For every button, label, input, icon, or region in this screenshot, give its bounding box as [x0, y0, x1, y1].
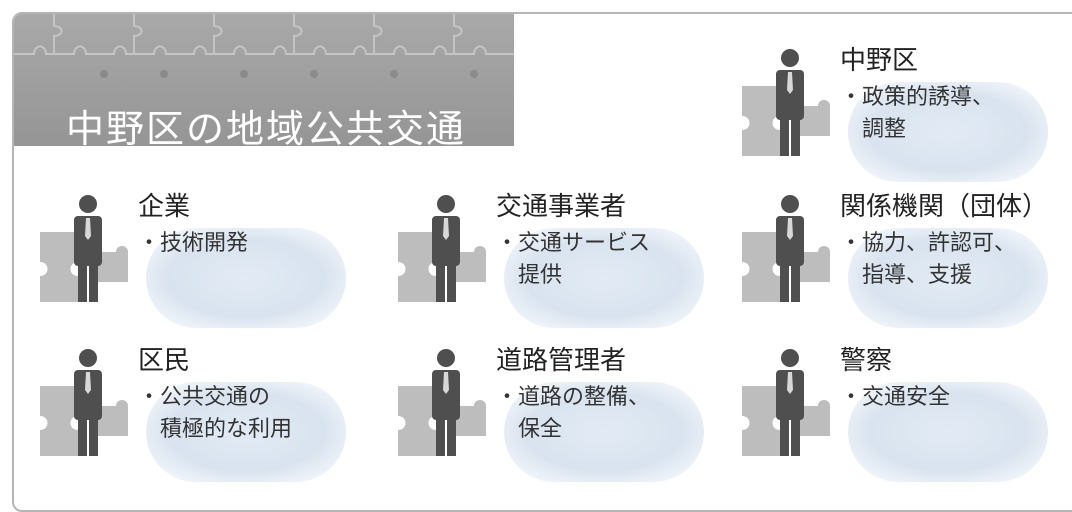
person-puzzle-icon: [40, 349, 128, 456]
stakeholder-name: 中野区: [840, 46, 919, 76]
person-puzzle-icon: [742, 195, 830, 302]
person-puzzle-icon: [742, 349, 830, 456]
stakeholder-card-companies: 企業 ・技術開発: [38, 192, 378, 328]
person-puzzle-icon: [398, 349, 486, 456]
stakeholder-card-transport-operators: 交通事業者 ・交通サービス 提供: [396, 192, 736, 328]
person-puzzle-icon: [398, 195, 486, 302]
description-bubble: [146, 228, 346, 328]
stakeholder-card-nakano-ward: 中野区 ・政策的誘導、 調整: [740, 46, 1072, 182]
stakeholder-name: 警察: [840, 346, 893, 376]
description-bubble: [848, 82, 1048, 182]
stakeholder-role: ・道路の整備、 保全: [496, 385, 651, 442]
stakeholder-role: ・交通サービス 提供: [496, 231, 651, 288]
stakeholder-card-residents: 区民 ・公共交通の 積極的な利用: [38, 346, 378, 482]
description-bubble: [848, 382, 1048, 482]
stakeholder-card-police: 警察 ・交通安全: [740, 346, 1072, 482]
stakeholder-role: ・協力、許認可、 指導、支援: [840, 231, 1017, 288]
person-puzzle-icon: [742, 49, 830, 156]
puzzle-pattern: [14, 14, 514, 78]
stakeholder-role: ・公共交通の 積極的な利用: [138, 385, 293, 442]
description-bubble: [504, 228, 704, 328]
stakeholder-role: ・政策的誘導、 調整: [840, 85, 995, 142]
stakeholder-name: 交通事業者: [496, 192, 627, 222]
person-puzzle-icon: [40, 195, 128, 302]
stakeholder-name: 企業: [138, 192, 191, 222]
description-bubble: [504, 382, 704, 482]
stakeholder-name: 道路管理者: [496, 346, 627, 376]
stakeholder-card-related-organizations: 関係機関（団体） ・協力、許認可、 指導、支援: [740, 192, 1072, 328]
stakeholder-role: ・交通安全: [840, 385, 951, 410]
page-title: 中野区の地域公共交通: [66, 107, 467, 146]
stakeholder-role: ・技術開発: [138, 231, 249, 256]
description-bubble: [146, 382, 346, 482]
stakeholder-name: 関係機関（団体）: [840, 192, 1049, 222]
stakeholder-name: 区民: [138, 346, 191, 376]
title-banner: 中野区の地域公共交通: [14, 14, 514, 146]
stakeholder-card-road-administrators: 道路管理者 ・道路の整備、 保全: [396, 346, 736, 482]
description-bubble: [848, 228, 1048, 328]
